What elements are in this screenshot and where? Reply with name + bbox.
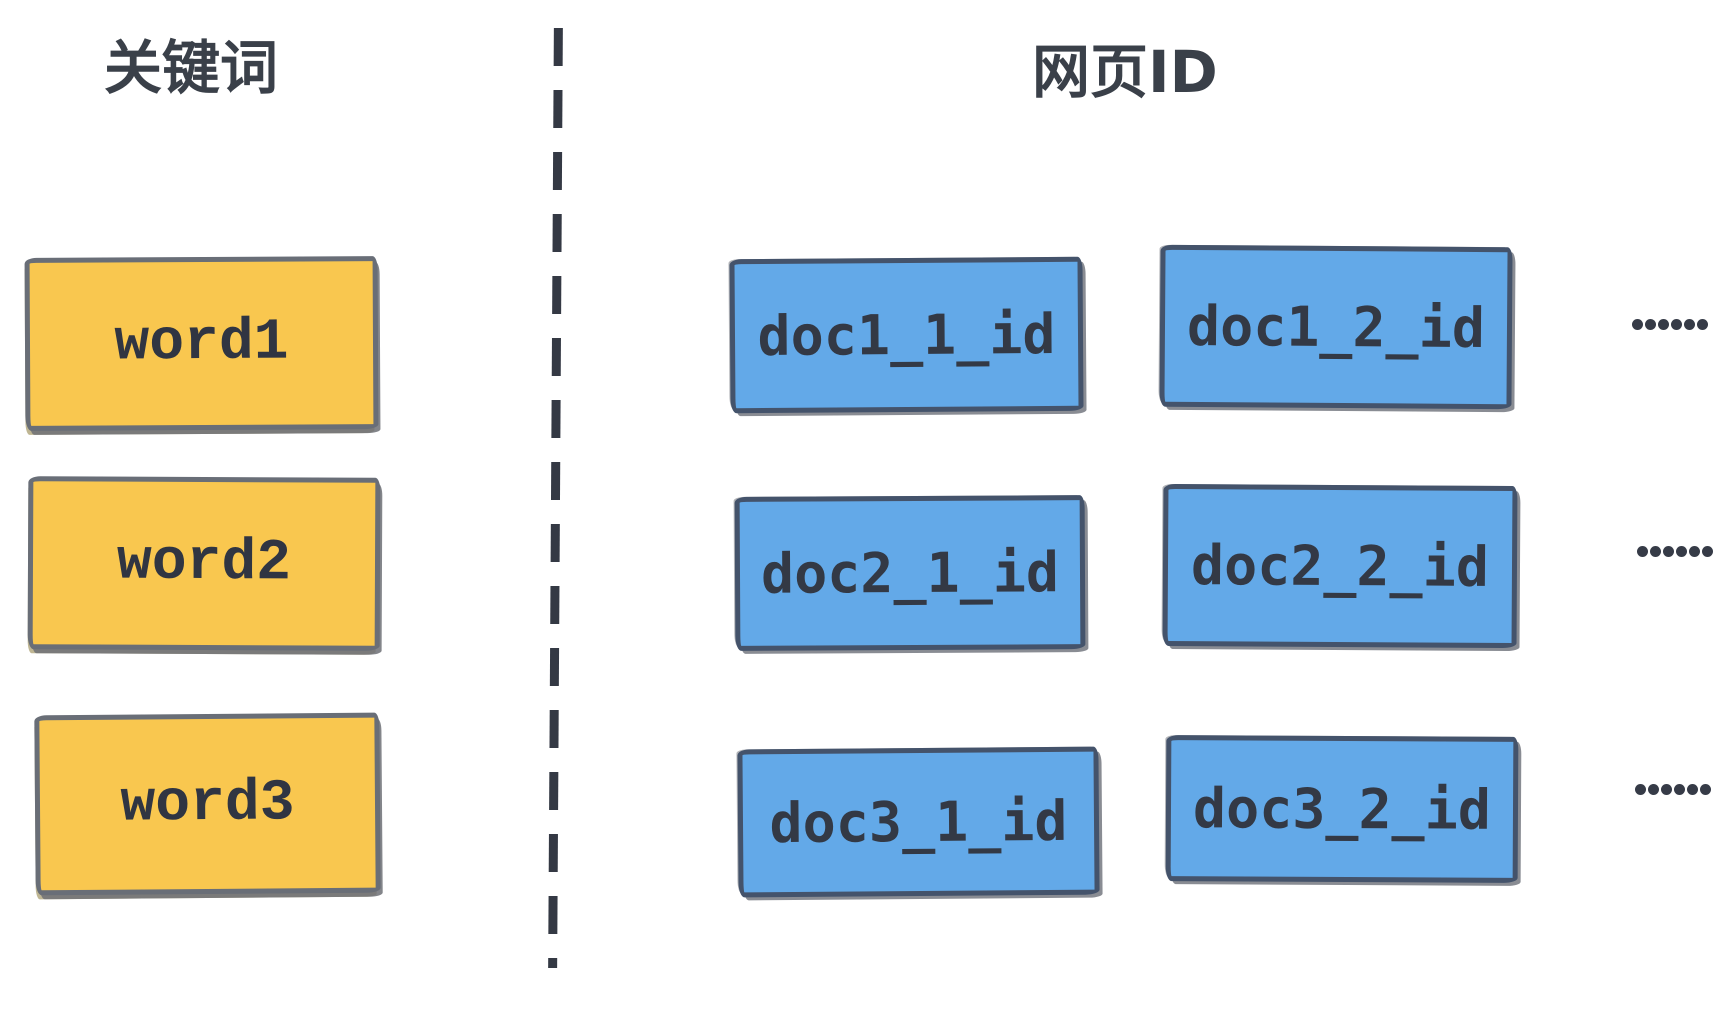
ellipsis-dot	[1671, 319, 1682, 330]
doc-id-box-doc2-1: doc2_1_id	[734, 495, 1086, 651]
doc-id-label: doc2_2_id	[1190, 533, 1490, 599]
doc-id-box-doc3-1: doc3_1_id	[737, 746, 1100, 898]
ellipsis-dot	[1645, 319, 1656, 330]
ellipsis-dot	[1702, 546, 1713, 557]
keyword-label: word3	[120, 770, 295, 838]
keyword-box-word3: word3	[34, 712, 381, 896]
doc-id-label: doc1_1_id	[757, 301, 1056, 369]
ellipsis-dot	[1697, 319, 1708, 330]
ellipsis-dots-row3	[1635, 784, 1711, 795]
ellipsis-dot	[1650, 546, 1661, 557]
doc-id-box-doc1-1: doc1_1_id	[729, 256, 1084, 414]
doc-id-box-doc2-2: doc2_2_id	[1162, 483, 1518, 649]
keyword-label: word1	[114, 310, 289, 377]
ellipsis-dot	[1632, 319, 1643, 330]
ellipsis-dot	[1637, 546, 1648, 557]
doc-id-box-doc3-2: doc3_2_id	[1165, 735, 1519, 883]
doc-id-column-header: 网页ID	[1032, 38, 1218, 106]
ellipsis-dot	[1663, 546, 1674, 557]
ellipsis-dot	[1689, 546, 1700, 557]
ellipsis-dot	[1700, 784, 1711, 795]
ellipsis-dot	[1658, 319, 1669, 330]
doc-id-label: doc3_1_id	[769, 788, 1068, 856]
dashed-divider-line	[548, 27, 563, 969]
ellipsis-dot	[1676, 546, 1687, 557]
doc-id-label: doc1_2_id	[1186, 293, 1486, 361]
ellipsis-dot	[1648, 784, 1659, 795]
ellipsis-dot	[1661, 784, 1672, 795]
doc-id-label: doc2_1_id	[760, 540, 1060, 606]
keyword-box-word2: word2	[27, 476, 381, 651]
keyword-column-header: 关键词	[104, 34, 279, 102]
ellipsis-dot	[1687, 784, 1698, 795]
ellipsis-dot	[1635, 784, 1646, 795]
ellipsis-dot	[1674, 784, 1685, 795]
ellipsis-dot	[1684, 319, 1695, 330]
doc-id-box-doc1-2: doc1_2_id	[1159, 244, 1513, 410]
keyword-box-word1: word1	[24, 256, 379, 431]
ellipsis-dots-row1	[1632, 319, 1708, 330]
doc-id-label: doc3_2_id	[1192, 776, 1492, 842]
ellipsis-dots-row2	[1637, 546, 1713, 557]
keyword-label: word2	[116, 530, 292, 597]
